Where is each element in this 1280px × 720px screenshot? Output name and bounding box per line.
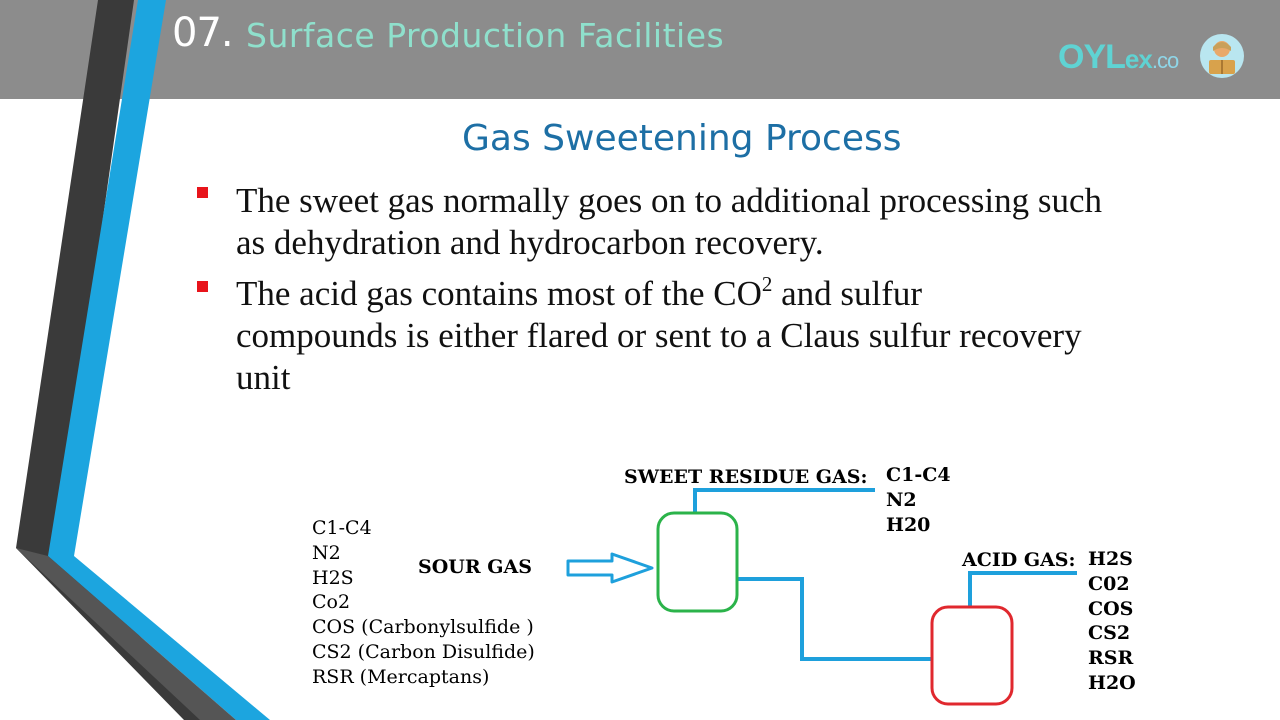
acid-component: H2S xyxy=(1088,548,1133,570)
header-bar xyxy=(0,0,1280,99)
reader-avatar-icon xyxy=(1200,34,1244,78)
feed-component: H2S xyxy=(312,566,354,589)
bullet-marker xyxy=(197,281,208,292)
slide-title: Gas Sweetening Process xyxy=(462,118,902,159)
superscript-2: 2 xyxy=(761,272,773,296)
acid-component: C02 xyxy=(1088,572,1130,595)
feed-component: Co2 xyxy=(312,591,351,614)
feed-component: N2 xyxy=(312,541,341,564)
acid-components-list: H2S C02 COS CS2 RSR H2O xyxy=(1088,547,1136,696)
acid-component: H2O xyxy=(1088,671,1136,694)
bullet-text-1: The sweet gas normally goes on to additi… xyxy=(236,180,1102,264)
feed-components-list: C1-C4 N2 H2S Co2 COS (Carbonylsulfide ) … xyxy=(312,516,535,690)
logo-tld: .co xyxy=(1151,48,1179,73)
bullet-1-line-2: as dehydration and hydrocarbon recovery. xyxy=(236,223,824,262)
sour-gas-inlet-arrow xyxy=(566,552,654,584)
feed-component: COS (Carbonylsulfide ) xyxy=(312,616,534,639)
acid-gas-label: ACID GAS: xyxy=(962,549,1076,571)
absorber-vessel xyxy=(656,511,739,613)
bullet-2-line-2: compounds is either flared or sent to a … xyxy=(236,316,1082,355)
section-title: Surface Production Facilities xyxy=(246,16,725,55)
decorative-stripes xyxy=(16,0,270,720)
bullet-2-line-1-pre: The acid gas contains most of the CO xyxy=(236,274,762,313)
bullet-marker xyxy=(197,187,208,198)
acid-component: CS2 xyxy=(1088,622,1131,645)
sweet-component: N2 xyxy=(886,488,917,511)
feed-component: CS2 (Carbon Disulfide) xyxy=(312,640,535,663)
acid-component: COS xyxy=(1088,597,1134,620)
logo-main: OYL xyxy=(1058,38,1126,76)
acid-component: RSR xyxy=(1088,647,1134,670)
bullet-2-line-3: unit xyxy=(236,358,291,397)
feed-component: RSR (Mercaptans) xyxy=(312,665,490,688)
rich-amine-pipe xyxy=(737,577,933,661)
regenerator-vessel xyxy=(930,605,1014,706)
section-number: 07. xyxy=(172,10,234,56)
logo: OYLex.co xyxy=(1058,38,1179,77)
logo-ex: ex xyxy=(1124,44,1153,74)
sweet-gas-pipe xyxy=(693,488,875,513)
bullet-1-line-1: The sweet gas normally goes on to additi… xyxy=(236,181,1103,220)
sour-gas-label: SOUR GAS xyxy=(418,556,532,578)
feed-component: C1-C4 xyxy=(312,517,372,539)
sweet-component: C1-C4 xyxy=(886,464,951,486)
sweet-component: H20 xyxy=(886,513,931,536)
sweet-components-list: C1-C4 N2 H20 xyxy=(886,463,951,537)
bullet-2-line-1-post: and sulfur xyxy=(772,274,923,313)
sweet-residue-gas-label: SWEET RESIDUE GAS: xyxy=(624,466,868,488)
bullet-text-2: The acid gas contains most of the CO2 an… xyxy=(236,273,1082,399)
bullet-2-line-1: The acid gas contains most of the CO2 an… xyxy=(236,273,1082,315)
acid-gas-pipe xyxy=(968,571,1077,607)
